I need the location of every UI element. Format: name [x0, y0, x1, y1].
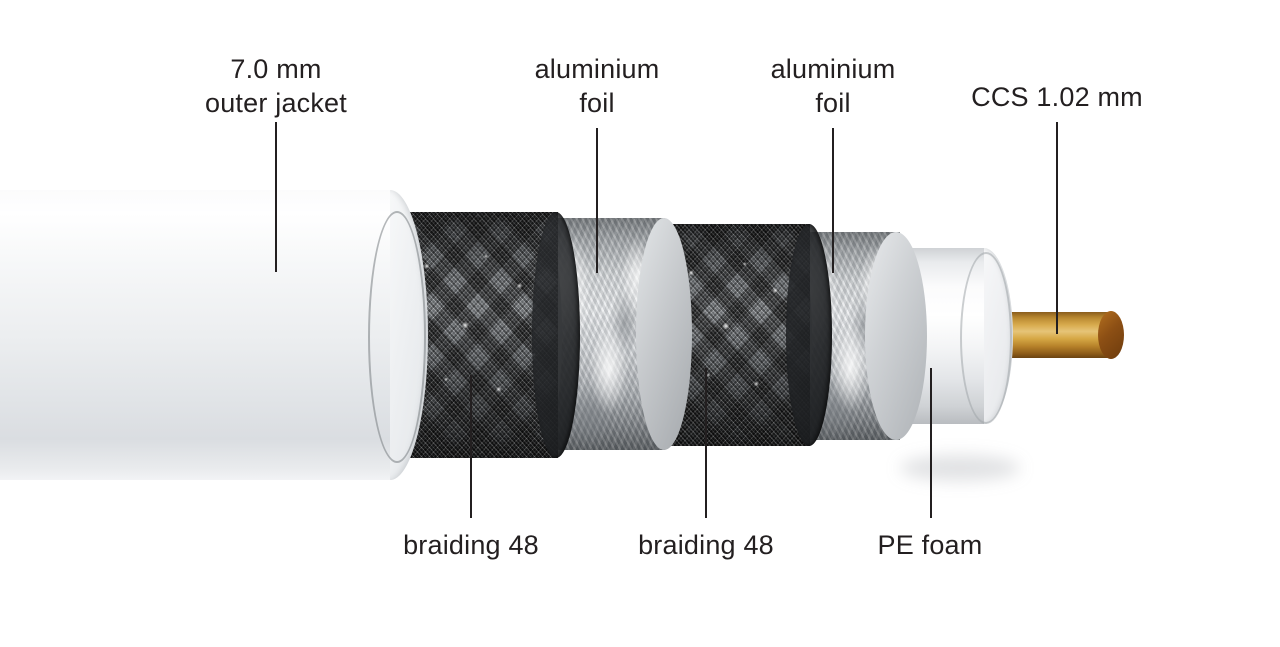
outer-jacket-inner-rim: [368, 211, 426, 463]
leader-line-outer-jacket: [275, 122, 277, 272]
foil-outer-cut-face: [636, 218, 692, 450]
label-outer-jacket: 7.0 mm outer jacket: [205, 54, 347, 118]
ccs-conductor-body: [996, 312, 1112, 358]
foil-inner-cut-face: [865, 232, 927, 440]
label-ccs: CCS 1.02 mm: [971, 82, 1143, 112]
pe-foam-rim: [960, 252, 1012, 424]
leader-line-foil-inner: [832, 128, 834, 273]
leader-line-ccs: [1056, 122, 1058, 334]
cable-shadow: [900, 455, 1020, 481]
outer-jacket-body: [0, 190, 390, 480]
ccs-conductor-cut-end: [1098, 311, 1124, 359]
leader-line-pe-foam: [930, 368, 932, 518]
label-aluminium-foil-inner: aluminium foil: [770, 54, 896, 118]
label-aluminium-foil-outer: aluminium foil: [534, 54, 660, 118]
braiding-inner-right-edge: [786, 224, 832, 446]
label-braiding-outer: braiding 48: [403, 530, 539, 560]
leader-line-braiding-outer: [470, 375, 472, 518]
braiding-outer-right-edge: [532, 212, 580, 458]
leader-line-braiding-inner: [705, 368, 707, 518]
leader-line-foil-outer: [596, 128, 598, 273]
label-pe-foam: PE foam: [877, 530, 983, 560]
label-braiding-inner: braiding 48: [638, 530, 774, 560]
